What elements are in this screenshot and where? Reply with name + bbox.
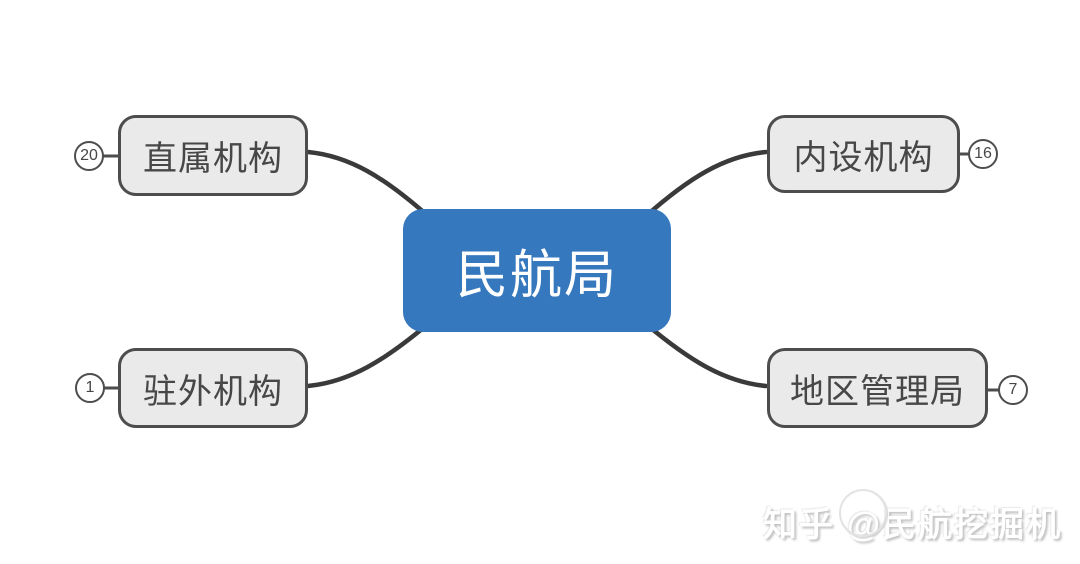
branch-node-label: 直属机构 [143, 140, 283, 178]
count-badge-directly-affiliated-orgs: 20 [74, 141, 104, 171]
root-node-label: 民航局 [455, 247, 618, 305]
watermark-handle: @民航挖掘机 [838, 489, 1062, 546]
branch-node-overseas-offices: 驻外机构 [118, 348, 308, 428]
count-badge-internal-departments: 16 [968, 139, 998, 169]
branch-node-label: 地区管理局 [790, 372, 965, 411]
count-badge-overseas-offices: 1 [75, 373, 105, 403]
curve-top-right [643, 149, 769, 219]
count-badge-value: 16 [974, 145, 992, 162]
count-badge-value: 7 [1008, 381, 1018, 398]
count-badge-regional-administrations: 7 [998, 375, 1028, 405]
branch-node-internal-departments: 内设机构 [767, 115, 960, 193]
branch-node-label: 内设机构 [793, 138, 934, 177]
watermark-logo-ring-icon [838, 489, 887, 537]
root-node-civil-aviation-administration: 民航局 [403, 209, 671, 332]
watermark: 知乎 @民航挖掘机 [762, 489, 1062, 546]
curve-bottom-right [643, 321, 769, 389]
count-badge-value: 20 [80, 147, 98, 164]
branch-node-label: 驻外机构 [143, 372, 283, 411]
curve-bottom-left [305, 321, 431, 389]
curve-top-left [305, 149, 431, 219]
count-badge-value: 1 [85, 379, 95, 396]
watermark-site-name: 知乎 [762, 506, 835, 544]
branch-node-regional-administrations: 地区管理局 [767, 348, 988, 428]
branch-node-directly-affiliated-orgs: 直属机构 [118, 115, 308, 196]
